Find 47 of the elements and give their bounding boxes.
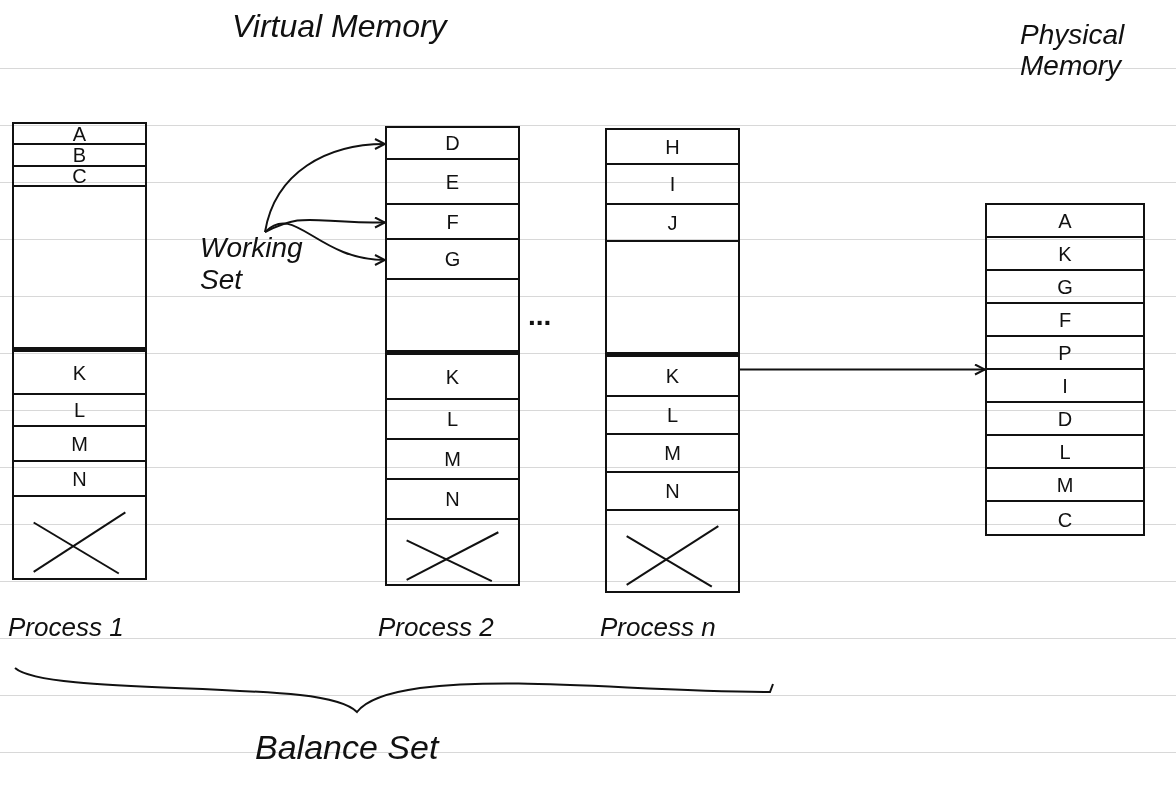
memory-page-cell: N: [14, 462, 145, 497]
memory-page-cell: F: [387, 205, 518, 240]
ellipsis: ...: [528, 300, 552, 333]
memory-page-cell: J: [607, 205, 738, 242]
memory-page-cell: A: [14, 124, 145, 145]
memory-page-cell: P: [987, 337, 1143, 370]
memory-page-cell: K: [387, 355, 518, 400]
memory-page-cell: H: [607, 130, 738, 165]
memory-page-cell: L: [987, 436, 1143, 469]
memory-page-cell: N: [607, 473, 738, 511]
memory-page-cell: I: [987, 370, 1143, 403]
arrow: [264, 222, 386, 266]
memory-page-cell: M: [387, 440, 518, 480]
memory-page-cell: A: [987, 205, 1143, 238]
memory-page-cell: L: [14, 395, 145, 427]
memory-page-cell: M: [14, 427, 145, 462]
memory-page-cell: M: [987, 469, 1143, 502]
memory-page-cell: G: [987, 271, 1143, 304]
memory-page-cell: G: [387, 240, 518, 280]
column-caption: Physical Memory: [1020, 20, 1126, 82]
memory-page-cell: B: [14, 145, 145, 167]
arrow: [264, 138, 386, 233]
memory-column: [605, 128, 740, 593]
memory-page-cell: F: [987, 304, 1143, 337]
column-caption: Process 1: [8, 612, 124, 643]
label-text: Balance Set: [255, 728, 439, 768]
memory-page-cell: L: [607, 397, 738, 435]
arrow: [264, 216, 386, 233]
memory-column: [12, 122, 147, 580]
memory-page-cell: K: [987, 238, 1143, 271]
column-caption: Process 2: [378, 612, 494, 643]
memory-page-cell: K: [607, 357, 738, 397]
memory-page-cell: K: [14, 352, 145, 395]
title: Virtual Memory: [232, 8, 447, 45]
memory-page-cell: L: [387, 400, 518, 440]
memory-page-cell: I: [607, 165, 738, 205]
memory-column: [985, 203, 1145, 536]
memory-page-cell: D: [387, 128, 518, 160]
memory-page-cell: M: [607, 435, 738, 473]
memory-page-cell: D: [987, 403, 1143, 436]
memory-page-cell: C: [14, 167, 145, 187]
memory-page-cell: N: [387, 480, 518, 520]
arrow: [739, 363, 986, 376]
column-caption: Process n: [600, 612, 716, 643]
memory-page-cell: E: [387, 160, 518, 205]
memory-column: [385, 126, 520, 586]
memory-page-cell: C: [987, 502, 1143, 538]
